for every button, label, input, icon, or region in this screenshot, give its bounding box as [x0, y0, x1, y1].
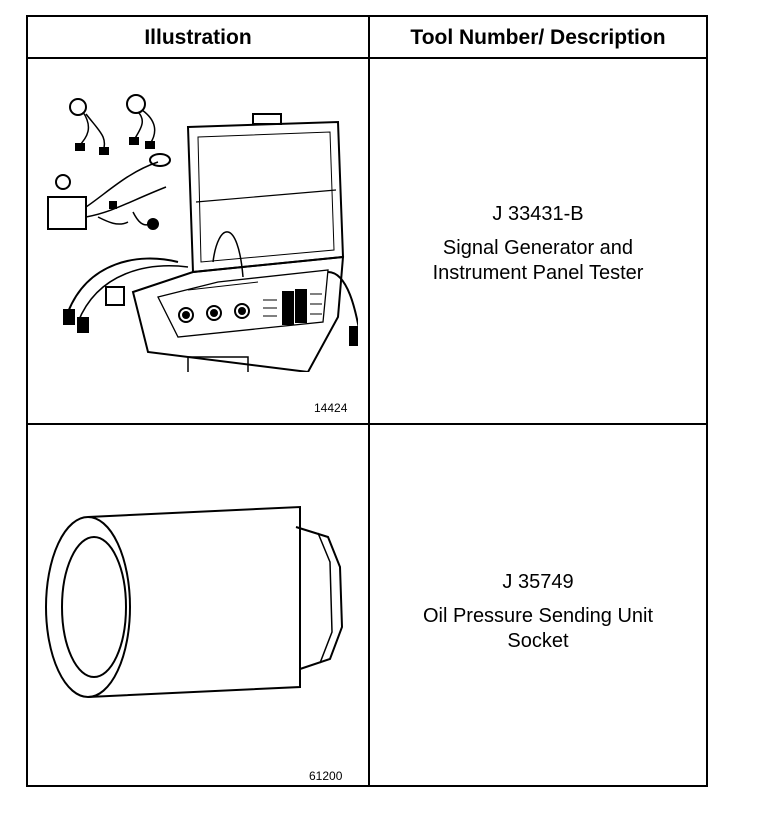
tool-number: J 33431-B	[492, 203, 584, 225]
tool-table: Illustration Tool Number/ Description	[26, 15, 708, 787]
tool-description: Signal Generator and Instrument Panel Te…	[370, 236, 706, 286]
socket-illustration	[45, 505, 344, 698]
tool-number: J 35749	[502, 571, 574, 593]
tester-case-illustration	[47, 94, 358, 372]
tool-cell: J 33431-B Signal Generator and Instrumen…	[370, 202, 706, 286]
header-illustration: Illustration	[144, 26, 252, 49]
description-line: Instrument Panel Tester	[432, 262, 644, 284]
header-tool-description: Tool Number/ Description	[410, 26, 666, 49]
column-divider	[368, 17, 370, 785]
figure-number: 14424	[314, 401, 348, 415]
row-divider	[28, 423, 706, 425]
description-line: Oil Pressure Sending Unit	[422, 605, 654, 627]
header-divider	[28, 57, 706, 59]
tool-description: Oil Pressure Sending Unit Socket	[370, 604, 706, 654]
description-line: Signal Generator and	[442, 237, 634, 259]
figure-number: 61200	[309, 769, 343, 783]
tool-cell: J 35749 Oil Pressure Sending Unit Socket	[370, 570, 706, 654]
description-line: Socket	[507, 630, 569, 652]
